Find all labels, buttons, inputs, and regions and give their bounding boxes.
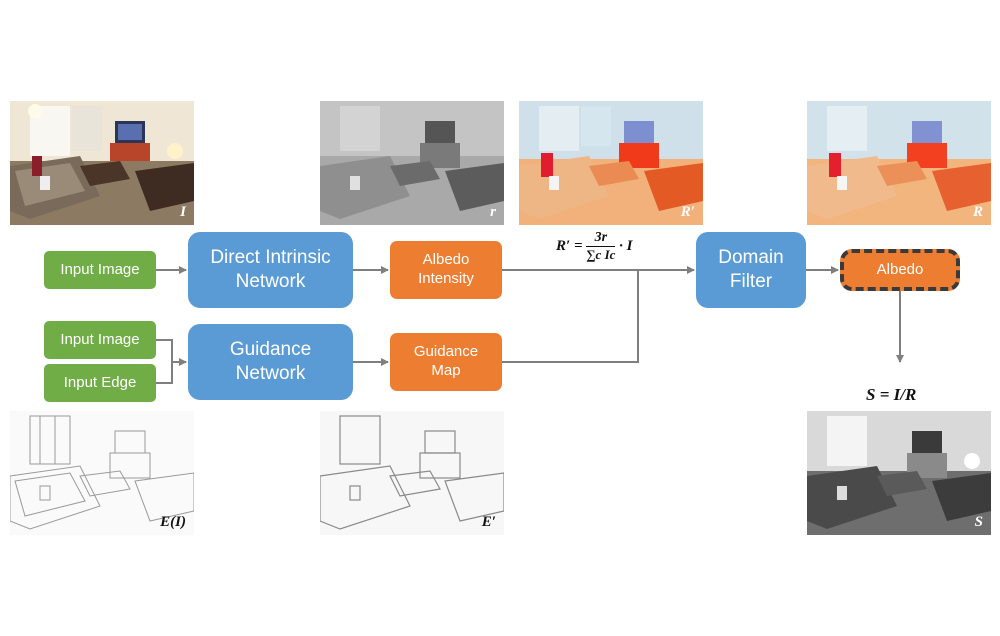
thumb-label-r: r <box>490 204 496 220</box>
albedo-filtered-image <box>807 101 991 225</box>
thumb-label-R: R <box>972 204 983 220</box>
direct-intrinsic-network-node: Direct Intrinsic Network <box>188 232 353 308</box>
gray-intensity-image <box>320 101 504 225</box>
input-image-label: Input Image <box>60 260 140 278</box>
thumb-shading: S <box>807 411 991 535</box>
input-image-node-2: Input Image <box>44 321 156 359</box>
guidance-map-node: Guidance Map <box>390 333 502 391</box>
albedo-formula-fraction: 3r ∑c Ic <box>586 230 616 263</box>
thumb-label-E-of-I: E(I) <box>160 514 186 530</box>
domain-filter-label: Domain Filter <box>718 247 784 292</box>
albedo-formula-numerator: 3r <box>586 230 616 247</box>
albedo-intensity-node: Albedo Intensity <box>390 241 502 299</box>
albedo-rgb-image <box>519 101 703 225</box>
albedo-formula: R′ = 3r ∑c Ic · I <box>556 230 633 263</box>
thumb-input-image: I <box>10 101 194 225</box>
domain-filter-node: Domain Filter <box>696 232 806 308</box>
input-edge-node: Input Edge <box>44 364 156 402</box>
room-photo-image <box>10 101 194 225</box>
direct-intrinsic-network-label: Direct Intrinsic Network <box>210 247 331 292</box>
thumb-reflectance-intensity: r <box>320 101 504 225</box>
albedo-formula-denominator: ∑c Ic <box>586 247 616 262</box>
guidance-network-label: Guidance Network <box>229 339 312 384</box>
albedo-formula-rhs: · I <box>619 237 633 254</box>
guidance-map-label: Guidance Map <box>413 343 479 379</box>
albedo-intensity-label: Albedo Intensity <box>418 251 474 287</box>
thumb-input-edge: E(I) <box>10 411 194 535</box>
thumb-guidance-edge: E′ <box>320 411 504 535</box>
edge-sketch-image <box>10 411 194 535</box>
albedo-output-node: Albedo <box>840 249 960 291</box>
shading-formula-text: S = I/R <box>866 385 917 404</box>
guidance-sketch-image <box>320 411 504 535</box>
thumb-albedo-filtered: R <box>807 101 991 225</box>
input-image-label-2: Input Image <box>60 330 140 348</box>
thumb-label-I: I <box>180 204 186 220</box>
thumb-label-S: S <box>974 514 983 530</box>
guidance-network-node: Guidance Network <box>188 324 353 400</box>
input-image-node: Input Image <box>44 251 156 289</box>
connector-inputs-merge <box>156 339 173 384</box>
connector-map-to-filter <box>502 270 639 363</box>
thumb-albedo-rgb: R′ <box>519 101 703 225</box>
albedo-output-label: Albedo <box>876 260 924 278</box>
thumb-label-R-prime: R′ <box>680 204 695 220</box>
shading-formula: S = I/R <box>866 385 916 405</box>
shading-image <box>807 411 991 535</box>
input-edge-label: Input Edge <box>63 373 137 391</box>
thumb-label-E-prime: E′ <box>481 514 496 530</box>
albedo-formula-lhs: R′ = <box>556 237 583 254</box>
